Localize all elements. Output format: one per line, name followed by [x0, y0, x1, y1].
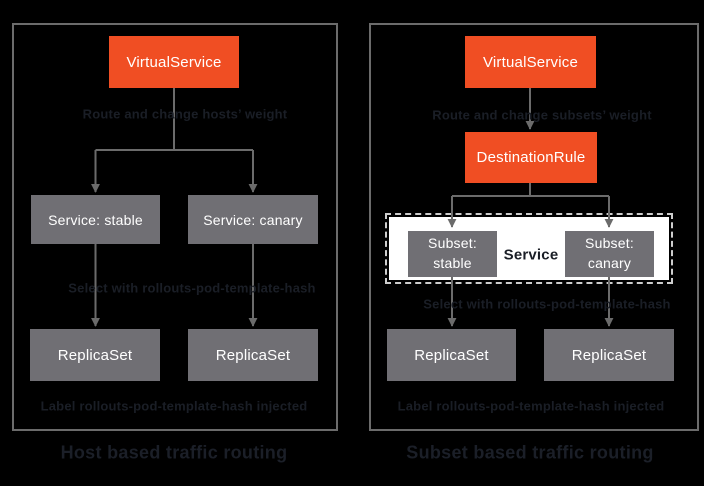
subset-canary-box: Subset: canary — [565, 231, 654, 277]
service-stable-box: Service: stable — [31, 195, 160, 244]
caption-host-routing: Host based traffic routing — [60, 442, 288, 463]
replicaset-stable-label-left: ReplicaSet — [57, 346, 133, 364]
virtualservice-label-left: VirtualService — [126, 53, 222, 71]
service-group-label: Service — [503, 246, 559, 264]
virtualservice-box-right: VirtualService — [465, 36, 596, 88]
virtualservice-label-right: VirtualService — [482, 53, 579, 71]
replicaset-stable-box-right: ReplicaSet — [387, 329, 516, 381]
select-note-right: Select with rollouts-pod-template-hash — [423, 296, 671, 312]
service-canary-box: Service: canary — [188, 195, 318, 244]
replicaset-canary-box-right: ReplicaSet — [544, 329, 674, 381]
subset-canary-line2: canary — [587, 255, 632, 271]
route-note-right: Route and change subsets’ weight — [432, 107, 652, 123]
subset-stable-line2: stable — [433, 255, 472, 271]
select-note-left: Select with rollouts-pod-template-hash — [68, 280, 316, 296]
destinationrule-label: DestinationRule — [476, 149, 586, 166]
service-stable-label: Service: stable — [48, 211, 143, 228]
subset-routing-panel-frame — [369, 23, 699, 431]
replicaset-stable-label-right: ReplicaSet — [414, 346, 489, 364]
subset-stable-box: Subset: stable — [408, 231, 497, 277]
subset-canary-line1: Subset: — [585, 235, 634, 252]
service-canary-label: Service: canary — [203, 211, 303, 228]
host-routing-panel-frame — [12, 23, 338, 431]
replicaset-canary-label-left: ReplicaSet — [215, 346, 291, 364]
replicaset-stable-box-left: ReplicaSet — [30, 329, 160, 381]
subset-stable-line1: Subset: — [428, 235, 477, 252]
replicaset-canary-box-left: ReplicaSet — [188, 329, 318, 381]
destinationrule-box: DestinationRule — [465, 132, 597, 183]
route-note-left: Route and change hosts’ weight — [82, 106, 288, 122]
caption-subset-routing: Subset based traffic routing — [406, 442, 654, 463]
label-note-left: Label rollouts-pod-template-hash injecte… — [40, 398, 308, 414]
replicaset-canary-label-right: ReplicaSet — [571, 346, 647, 364]
virtualservice-box-left: VirtualService — [109, 36, 239, 88]
label-note-right: Label rollouts-pod-template-hash injecte… — [397, 398, 665, 414]
